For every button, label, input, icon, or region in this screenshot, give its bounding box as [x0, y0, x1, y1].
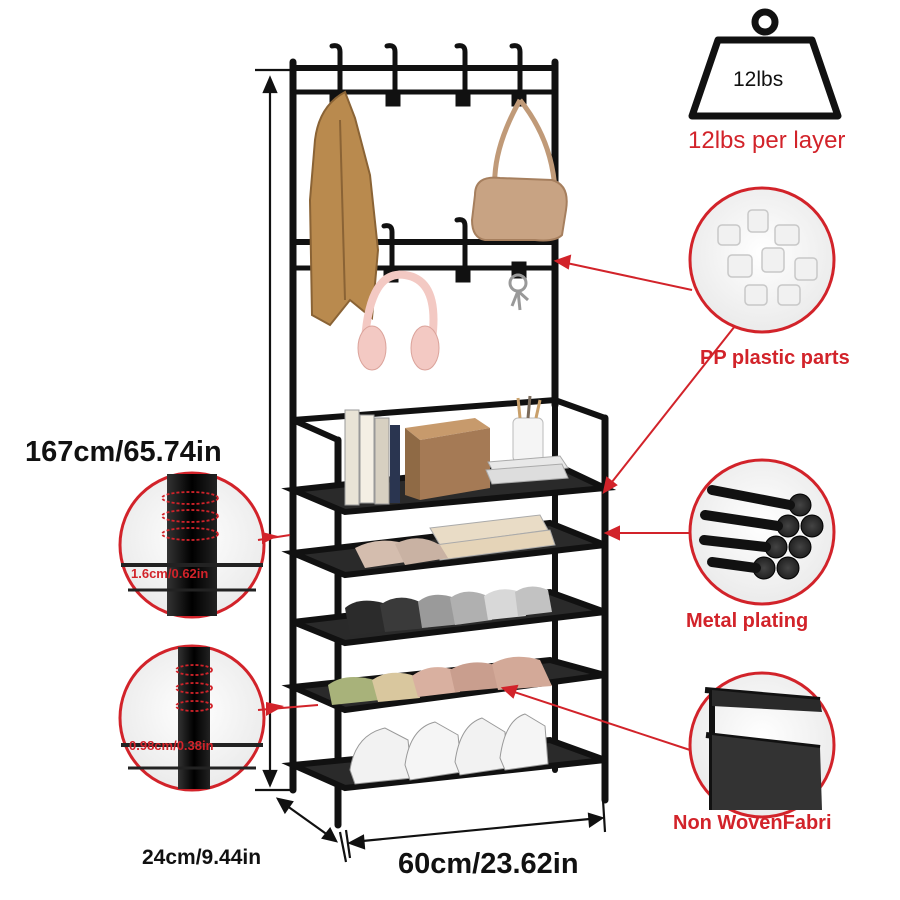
feature-label-non-woven: Non WovenFabri	[673, 812, 832, 834]
shelf-4-items	[328, 656, 552, 705]
tube-detail-label-1: 1.6cm/0.62in	[131, 566, 209, 581]
tube-detail-circle-2	[118, 644, 319, 792]
weight-icon	[688, 8, 842, 120]
width-dimension-line	[344, 799, 607, 859]
shelf-5-items	[349, 713, 549, 785]
storage-box	[405, 418, 490, 500]
non-woven-fabric-circle	[688, 671, 836, 819]
tube-detail-circle-1	[118, 471, 291, 619]
depth-label: 24cm/9.44in	[142, 846, 262, 869]
feature-label-pp-plastic: PP plastic parts	[700, 347, 850, 369]
feature-label-metal-plating: Metal plating	[686, 610, 809, 632]
books	[344, 409, 400, 506]
height-dimension-line	[255, 68, 292, 792]
pointer-lines	[500, 254, 736, 751]
weight-badge-text: 12lbs	[733, 68, 784, 91]
handbag	[470, 98, 568, 242]
coat	[308, 90, 380, 327]
keys	[508, 273, 530, 311]
width-label: 60cm/23.62in	[398, 848, 579, 880]
height-label: 167cm/65.74in	[25, 436, 222, 468]
headphones	[357, 270, 440, 371]
tube-detail-label-2: 0.98cm/0.38in	[129, 738, 214, 753]
shelf-3-items	[345, 586, 552, 636]
shelf-2-items	[355, 514, 556, 568]
pen-cup	[512, 395, 544, 463]
notebooks	[485, 455, 569, 485]
pp-plastic-parts-circle	[688, 186, 836, 334]
depth-dimension-line	[275, 797, 348, 863]
metal-plating-circle	[688, 458, 836, 606]
weight-caption: 12lbs per layer	[688, 127, 846, 154]
